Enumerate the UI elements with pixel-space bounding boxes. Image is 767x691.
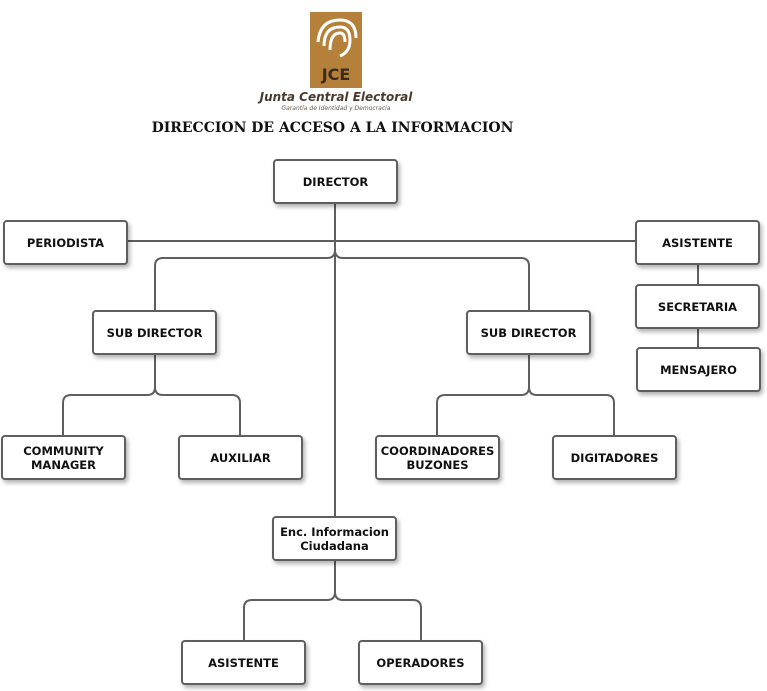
org-name: Junta Central Electoral <box>259 90 413 104</box>
fingerprint-icon <box>316 18 358 58</box>
node-enc-informacion: Enc. Informacion Ciudadana <box>272 516 397 561</box>
node-asistente-bottom: ASISTENTE <box>181 640 306 685</box>
connector-right-children <box>436 355 615 435</box>
node-director: DIRECTOR <box>273 159 398 204</box>
page-title: DIRECCION DE ACCESO A LA INFORMACION <box>151 120 514 136</box>
node-digitadores: DIGITADORES <box>552 435 677 480</box>
org-tagline: Garantía de Identidad y Democracia <box>281 105 391 112</box>
node-sub-director-right: SUB DIRECTOR <box>466 310 591 355</box>
node-secretaria: SECRETARIA <box>635 284 760 329</box>
connector-enc-children <box>243 561 422 640</box>
node-operadores: OPERADORES <box>358 640 483 685</box>
node-sub-director-left: SUB DIRECTOR <box>92 310 217 355</box>
node-community-manager: COMMUNITY MANAGER <box>1 435 126 480</box>
node-coordinadores-buzones: COORDINADORES BUZONES <box>375 435 500 480</box>
node-mensajero: MENSAJERO <box>636 347 761 392</box>
jce-logo: JCE <box>310 12 362 88</box>
connector-sub-directors <box>154 249 530 310</box>
node-periodista: PERIODISTA <box>3 220 128 265</box>
node-auxiliar: AUXILIAR <box>178 435 303 480</box>
connector-left-children <box>62 355 241 435</box>
logo-text: JCE <box>321 65 351 84</box>
node-asistente-top: ASISTENTE <box>635 220 760 265</box>
